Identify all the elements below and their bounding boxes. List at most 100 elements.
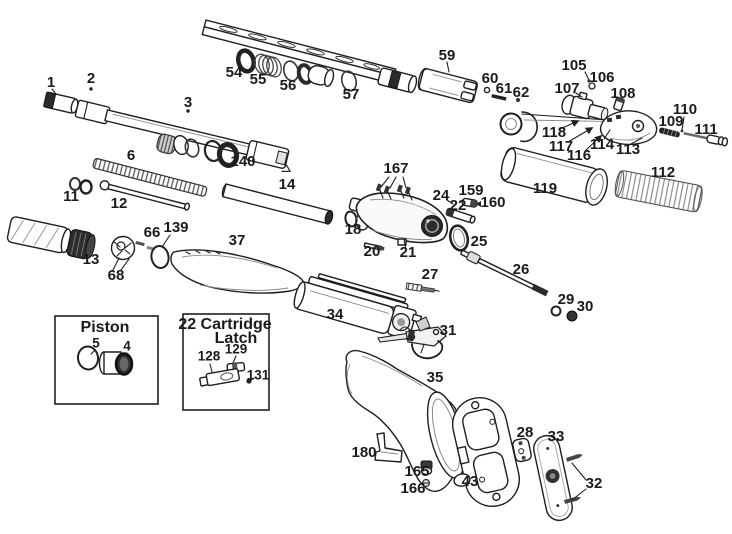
part-label-21: 21 [400, 244, 417, 261]
sight-assembly [561, 71, 625, 121]
part-label-113: 113 [616, 141, 640, 158]
part-label-160: 160 [480, 194, 505, 211]
bracket-180 [374, 432, 403, 463]
part-label-11: 11 [63, 188, 79, 205]
part-label-18: 18 [345, 221, 362, 238]
cartridge-latch-22 [445, 207, 476, 224]
magazine-cap-13 [6, 216, 96, 260]
leader-110 [680, 116, 685, 133]
part-label-60: 60 [482, 70, 499, 87]
part-label-33: 33 [548, 428, 565, 445]
part-label-2: 2 [87, 70, 95, 87]
part-label-129: 129 [225, 342, 248, 357]
part-label-26: 26 [513, 261, 530, 278]
part-label-114: 114 [590, 136, 615, 153]
part-label-106: 106 [589, 69, 614, 86]
part-label-159: 159 [458, 182, 483, 199]
piston-4 [98, 351, 134, 376]
firing-pin-27 [405, 282, 440, 293]
part-label-30: 30 [577, 298, 594, 315]
part-label-119: 119 [533, 180, 557, 197]
magazine-spring-6 [92, 158, 208, 197]
pointer-160 [476, 201, 481, 207]
magazine-plug-1 [43, 88, 79, 114]
part-label-66: 66 [144, 224, 161, 241]
inset-title-piston: Piston [81, 319, 130, 336]
muzzle-rings-54-57 [236, 48, 358, 92]
action-link-26 [460, 249, 549, 297]
gas-rings [156, 133, 200, 158]
part-label-54: 54 [226, 64, 243, 81]
screw-105 [584, 71, 590, 81]
part-label-3: 3 [184, 94, 192, 111]
stock-35 [345, 349, 466, 492]
inset-piston-box [54, 315, 159, 405]
part-label-166: 166 [400, 480, 425, 497]
part-label-6: 6 [127, 147, 135, 164]
follower-rod-12 [99, 180, 190, 211]
recoil-pad-33 [533, 434, 573, 522]
part-label-32: 32 [586, 475, 603, 492]
part-label-57: 57 [343, 86, 360, 103]
spacer-cylinder [307, 65, 335, 87]
inset-cartridge-latch-box [182, 313, 270, 411]
part-label-139: 139 [163, 219, 188, 236]
part-label-29: 29 [558, 291, 575, 308]
part-label-165: 165 [404, 463, 429, 480]
part-label-31: 31 [440, 322, 457, 339]
pin-61 [491, 94, 507, 101]
barrel-rib-assembly [201, 19, 418, 94]
plug-165 [420, 460, 433, 476]
part-label-56: 56 [280, 77, 297, 94]
part-label-117: 117 [549, 138, 573, 155]
bolt-assembly-34 [293, 273, 423, 340]
part-label-105: 105 [561, 57, 586, 74]
part-label-62: 62 [513, 84, 530, 101]
inset-title-22-cartridge: 22 Cartridge [178, 316, 271, 333]
part-label-13: 13 [83, 251, 100, 268]
stock-frame-43 [452, 397, 520, 507]
nut-106 [588, 82, 596, 90]
part-label-22: 22 [450, 197, 467, 214]
part-label-68: 68 [108, 267, 125, 284]
latch-pin-131 [246, 377, 255, 384]
part-label-140: 140 [230, 153, 255, 170]
part-label-14: 14 [279, 176, 296, 193]
part-label-5: 5 [92, 336, 100, 351]
dot-62 [516, 98, 520, 102]
part-label-111: 111 [694, 121, 717, 138]
part-label-25: 25 [471, 233, 488, 250]
part-label-112: 112 [651, 164, 675, 181]
part-label-61: 61 [496, 80, 513, 97]
rings-140 [203, 139, 240, 168]
part-label-20: 20 [364, 243, 381, 260]
inset-title-latch: Latch [215, 330, 258, 347]
part-label-131: 131 [247, 368, 270, 383]
part-label-27: 27 [422, 266, 439, 283]
ring-29 [550, 305, 562, 317]
leader-24 [446, 199, 454, 205]
link-pin-20 [363, 242, 385, 251]
piston-seal-5 [76, 345, 100, 371]
pointer-dot-3 [186, 109, 190, 113]
pad-screws-32 [564, 453, 587, 504]
detent-108 [613, 96, 625, 112]
part-label-116: 116 [567, 147, 591, 164]
part-label-35: 35 [427, 369, 444, 386]
part-label-167: 167 [383, 160, 408, 177]
follower-68 [110, 235, 136, 271]
part-label-4: 4 [123, 339, 131, 354]
recoil-tube-119 [500, 147, 608, 206]
recoil-spring-112 [614, 170, 703, 213]
forend-37 [170, 249, 305, 294]
screw-166 [421, 478, 431, 488]
spring-109 [659, 127, 680, 138]
pin-111 [683, 132, 729, 147]
part-label-34: 34 [327, 306, 344, 323]
part-label-43: 43 [462, 473, 479, 490]
part-label-12: 12 [111, 195, 128, 212]
part-label-24: 24 [433, 187, 450, 204]
part-label-55: 55 [250, 71, 267, 88]
o-ring-25 [448, 224, 470, 252]
